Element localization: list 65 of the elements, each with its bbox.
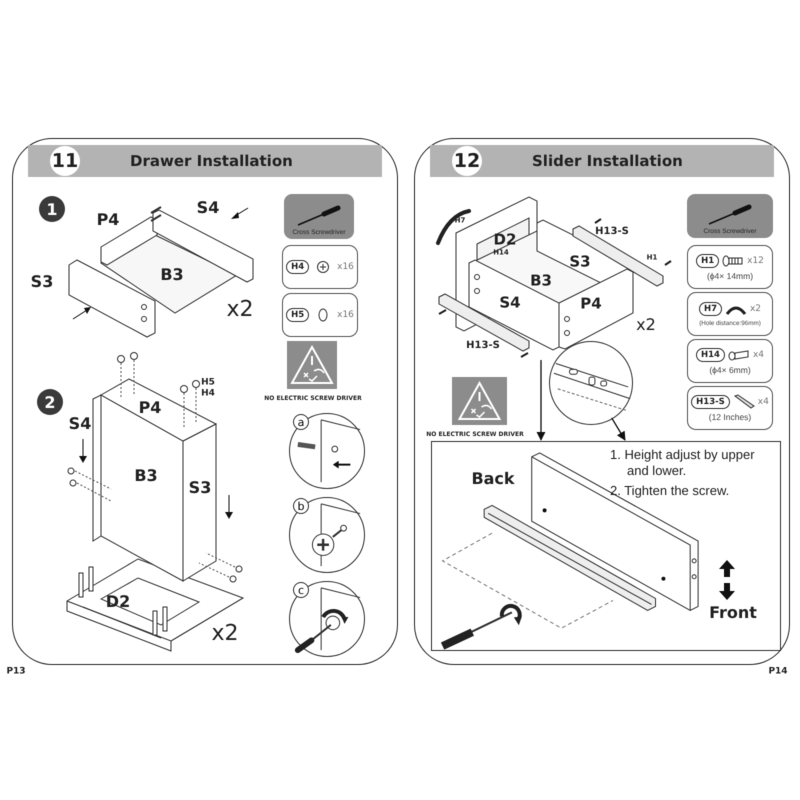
part-label: D2 (494, 232, 516, 248)
hardware-label: H5 (201, 378, 215, 388)
instruction-text: 1. Height adjust by upper and lower. (610, 447, 756, 478)
quantity: x12 (747, 256, 764, 266)
part-label: S4 (196, 200, 220, 216)
step-number: 1 (39, 196, 65, 222)
instruction-text: 2. Tighten the screw. (610, 483, 730, 499)
step-number: 12 (452, 146, 482, 176)
part-label: S4 (499, 296, 521, 310)
hardware-card (687, 386, 773, 430)
hardware-card (687, 292, 773, 336)
direction-label: Back (471, 471, 515, 487)
page-number: P13 (6, 668, 26, 676)
part-code: H13-S (691, 394, 730, 408)
warning-sign (287, 341, 337, 389)
part-label: S3 (188, 480, 212, 496)
spec-text: (ϕ4× 14mm) (706, 271, 754, 281)
warning-sign (452, 377, 507, 425)
hardware-card (687, 245, 773, 289)
spec-text: (12 Inches) (708, 412, 752, 422)
part-label: D2 (106, 594, 130, 610)
part-code: H5 (286, 308, 310, 322)
part-label: B3 (160, 267, 184, 283)
instruction-panel (12, 138, 398, 665)
part-label: S3 (30, 274, 54, 290)
quantity-label: x2 (226, 299, 254, 321)
part-label: P4 (96, 212, 120, 228)
arrow (536, 360, 546, 441)
part-code: H4 (286, 260, 310, 274)
part-code: H1 (696, 254, 720, 268)
instruction-panel (414, 138, 790, 665)
tool-card (284, 194, 354, 239)
arrow (611, 418, 626, 441)
step-letter: b (293, 498, 309, 514)
direction-label: Front (709, 605, 757, 621)
quantity: x2 (750, 304, 762, 314)
part-label: P4 (580, 296, 602, 312)
section-title: Slider Installation (532, 152, 683, 170)
quantity: x16 (337, 262, 354, 272)
hardware-card (282, 245, 358, 289)
hardware-card (282, 293, 358, 337)
tool-card (687, 194, 773, 238)
section-title: Drawer Installation (130, 152, 293, 170)
quantity: x4 (758, 396, 769, 406)
hardware-card (687, 339, 773, 383)
part-code: H7 (698, 302, 722, 316)
part-code: H14 (696, 348, 725, 362)
part-label: B3 (134, 468, 158, 484)
quantity: x4 (752, 350, 764, 360)
page-number: P14 (768, 668, 788, 676)
part-label: B3 (530, 274, 552, 288)
part-label: S3 (569, 254, 591, 270)
quantity-label: x2 (211, 623, 239, 645)
quantity: x16 (337, 310, 354, 320)
spec-text: (ϕ4× 6mm) (709, 365, 751, 375)
hardware-label: H4 (201, 390, 215, 398)
step-number: 11 (50, 146, 80, 176)
step-letter: c (293, 582, 309, 598)
hardware-label: H13-S (466, 341, 500, 351)
step-letter: a (293, 414, 309, 430)
hardware-label: H13-S (595, 227, 629, 237)
quantity-label: x2 (636, 317, 656, 333)
part-label: P4 (138, 400, 162, 416)
step-number: 2 (37, 389, 63, 415)
part-label: S4 (68, 416, 92, 432)
